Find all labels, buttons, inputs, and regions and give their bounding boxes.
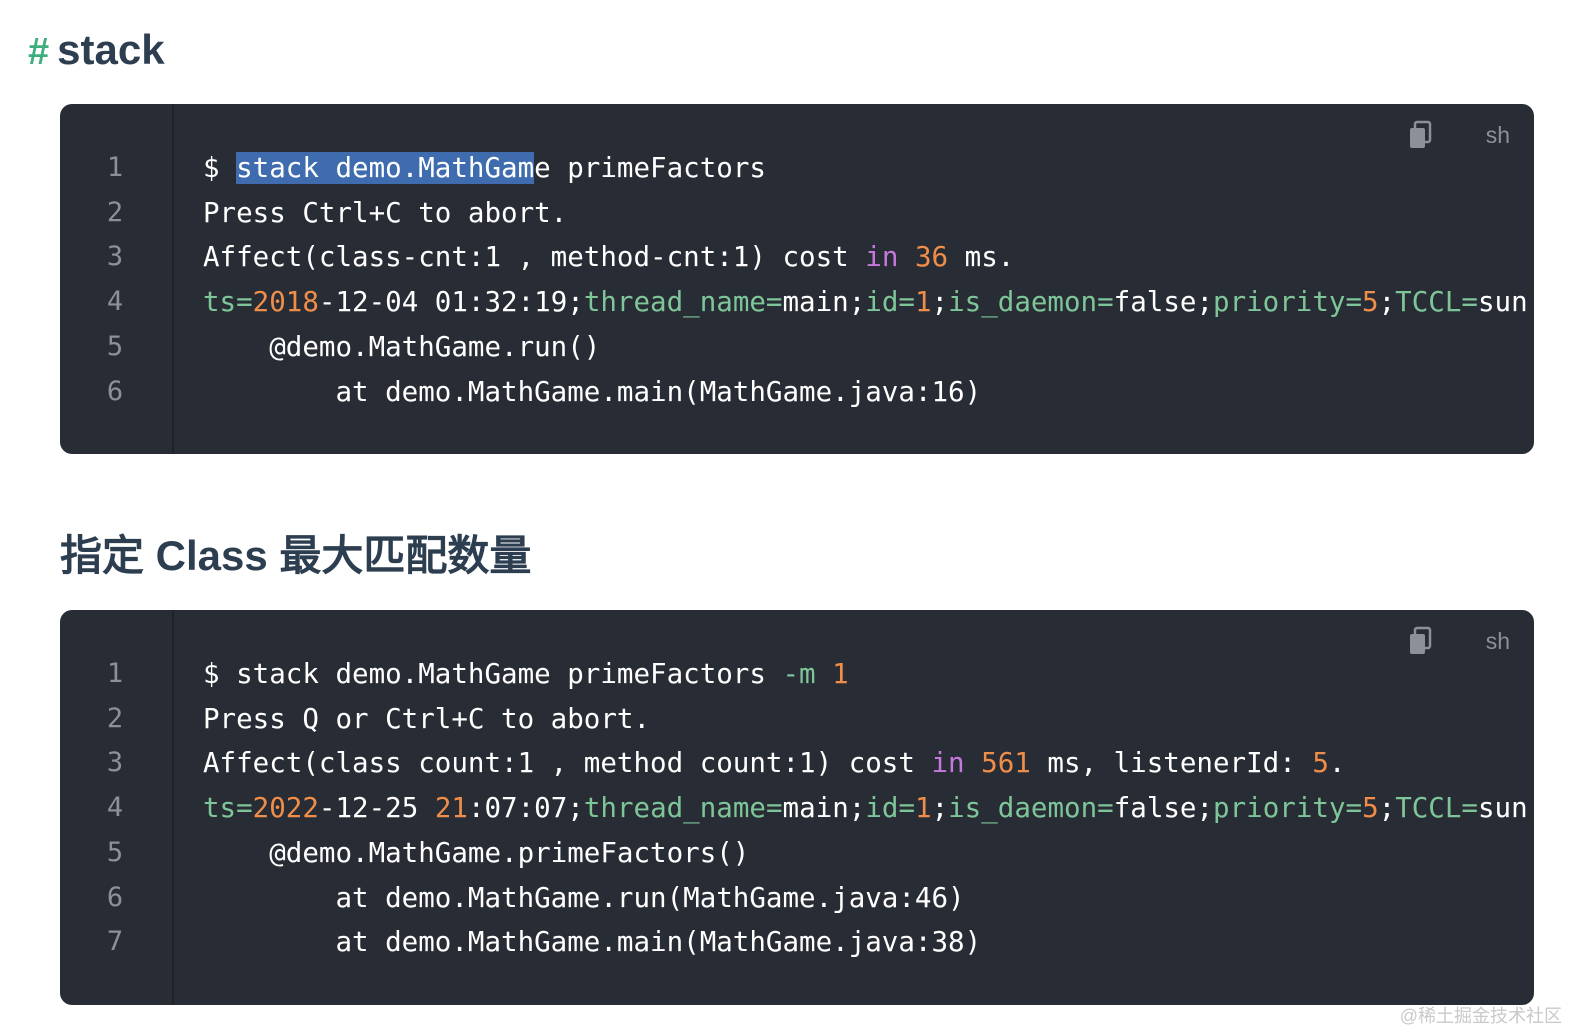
line-number: 3 (106, 241, 124, 273)
code-token: sun.m (1477, 792, 1534, 825)
code-token: -12-25 (318, 792, 435, 825)
line-number: 1 (106, 152, 124, 183)
code-token (965, 747, 982, 779)
code-token (816, 658, 833, 690)
code-line: Press Q or Ctrl+C to abort. (203, 697, 650, 742)
code-token: false; (1113, 792, 1214, 825)
section-heading: #stack (28, 22, 165, 80)
code-token: ; (1378, 286, 1396, 319)
code-token: at demo.MathGame.main(MathGame.java:16) (203, 375, 982, 408)
code-token: main; (782, 792, 866, 825)
code-token: Press Q or Ctrl+C to abort. (203, 702, 651, 735)
code-line: @demo.MathGame.primeFactors() (203, 831, 749, 876)
code-line: $ stack demo.MathGame primeFactors -m 1 (203, 652, 849, 697)
code-token: priority= (1213, 792, 1363, 825)
code-token: e primeFactors (534, 152, 766, 184)
code-token: 5 (1362, 286, 1379, 319)
code-token: at demo.MathGame.run(MathGame.java:46) (203, 881, 965, 914)
code-token: 36 (914, 241, 949, 274)
code-token: is_daemon= (948, 286, 1114, 319)
line-number: 4 (106, 286, 124, 318)
code-line: Press Ctrl+C to abort. (203, 191, 567, 236)
code-token: 21 (434, 792, 468, 825)
code-token: ; (1378, 792, 1396, 825)
code-token: -m (782, 658, 816, 690)
line-number: 5 (106, 330, 124, 362)
code-token (898, 241, 915, 273)
code-token: in (931, 747, 965, 780)
code-line: at demo.MathGame.run(MathGame.java:46) (203, 876, 965, 921)
code-token: sun.m (1477, 286, 1534, 319)
code-token: false; (1113, 286, 1214, 319)
copy-icon[interactable] (1408, 626, 1434, 656)
code-token: ms. (948, 241, 1015, 274)
code-token: 5 (1312, 747, 1329, 780)
code-line: Affect(class count:1 , method count:1) c… (203, 741, 1345, 786)
code-token: in (865, 241, 899, 274)
code-token: :07:07; (467, 792, 584, 825)
code-token: 1 (915, 792, 932, 825)
code-token: ts= (203, 792, 253, 825)
code-token: -12-04 01:32:19; (318, 286, 584, 319)
code-token: main; (782, 286, 866, 319)
code-token: 2018 (252, 286, 319, 319)
code-token: 2022 (252, 792, 319, 825)
code-token: is_daemon= (948, 792, 1114, 825)
code-language-label: sh (1485, 122, 1510, 148)
code-token: at demo.MathGame.main(MathGame.java:38) (203, 926, 982, 959)
code-token: 561 (981, 747, 1031, 780)
code-token: 1 (832, 658, 849, 690)
selected-text: stack demo.MathGam (236, 152, 535, 184)
line-number: 6 (106, 375, 124, 407)
code-token: ts= (203, 286, 253, 319)
line-number: 2 (106, 196, 124, 228)
code-line: $ stack demo.MathGame primeFactors (203, 146, 766, 191)
code-token: 1 (914, 286, 932, 319)
section-heading-text: stack (57, 26, 165, 73)
code-token: Press Ctrl+C to abort. (203, 196, 568, 229)
code-line: at demo.MathGame.main(MathGame.java:38) (203, 920, 981, 965)
code-token: ms, listenerId: (1030, 747, 1313, 780)
code-token: TCCL= (1395, 792, 1478, 825)
code-token: id= (865, 792, 915, 825)
code-token: $ (203, 152, 237, 184)
code-line: @demo.MathGame.run() (203, 325, 600, 370)
code-token: ; (931, 792, 949, 825)
code-token: ; (931, 286, 949, 319)
code-language-label: sh (1485, 628, 1510, 654)
line-number: 6 (106, 881, 124, 913)
code-token: . (1328, 747, 1346, 780)
code-token: thread_name= (583, 286, 783, 319)
code-token: thread_name= (583, 792, 783, 825)
code-line: at demo.MathGame.main(MathGame.java:16) (203, 370, 981, 415)
line-number: 1 (106, 658, 124, 689)
copy-icon[interactable] (1408, 120, 1434, 150)
code-line: Affect(class-cnt:1 , method-cnt:1) cost … (203, 235, 1014, 280)
code-line: ts=2022-12-25 21:07:07;thread_name=main;… (203, 786, 1534, 831)
code-block-stack: 1 2 3 4 5 6 sh $ stack demo.MathGame primeFac… (60, 104, 1534, 454)
code-token: 5 (1362, 792, 1379, 825)
code-token: @demo.MathGame.run() (203, 330, 601, 363)
code-token: id= (865, 286, 915, 319)
line-number-gutter: 1 2 3 4 5 6 (60, 104, 174, 454)
code-token: Affect(class count:1 , method count:1) c… (203, 747, 932, 780)
line-number-gutter: 1 2 3 4 5 6 7 (60, 610, 174, 1005)
subsection-heading: 指定 Class 最大匹配数量 (60, 532, 532, 579)
line-number: 7 (106, 926, 124, 958)
code-token: TCCL= (1395, 286, 1478, 319)
code-token: Affect(class-cnt:1 , method-cnt:1) cost (203, 241, 866, 274)
line-number: 2 (106, 702, 124, 734)
line-number: 5 (106, 836, 124, 868)
code-line: ts=2018-12-04 01:32:19;thread_name=main;… (203, 280, 1534, 325)
line-number: 3 (106, 747, 124, 779)
watermark: @稀土掘金技术社区 (1399, 1006, 1562, 1026)
code-token: $ stack demo.MathGame primeFactors (203, 658, 783, 690)
heading-anchor-link[interactable]: # (28, 31, 50, 73)
code-block-stack-max-class: 1 2 3 4 5 6 7 sh $ stack demo.MathGame primeFa… (60, 610, 1534, 1005)
code-token: @demo.MathGame.primeFactors() (203, 836, 750, 869)
code-token: priority= (1213, 286, 1363, 319)
line-number: 4 (106, 792, 124, 824)
